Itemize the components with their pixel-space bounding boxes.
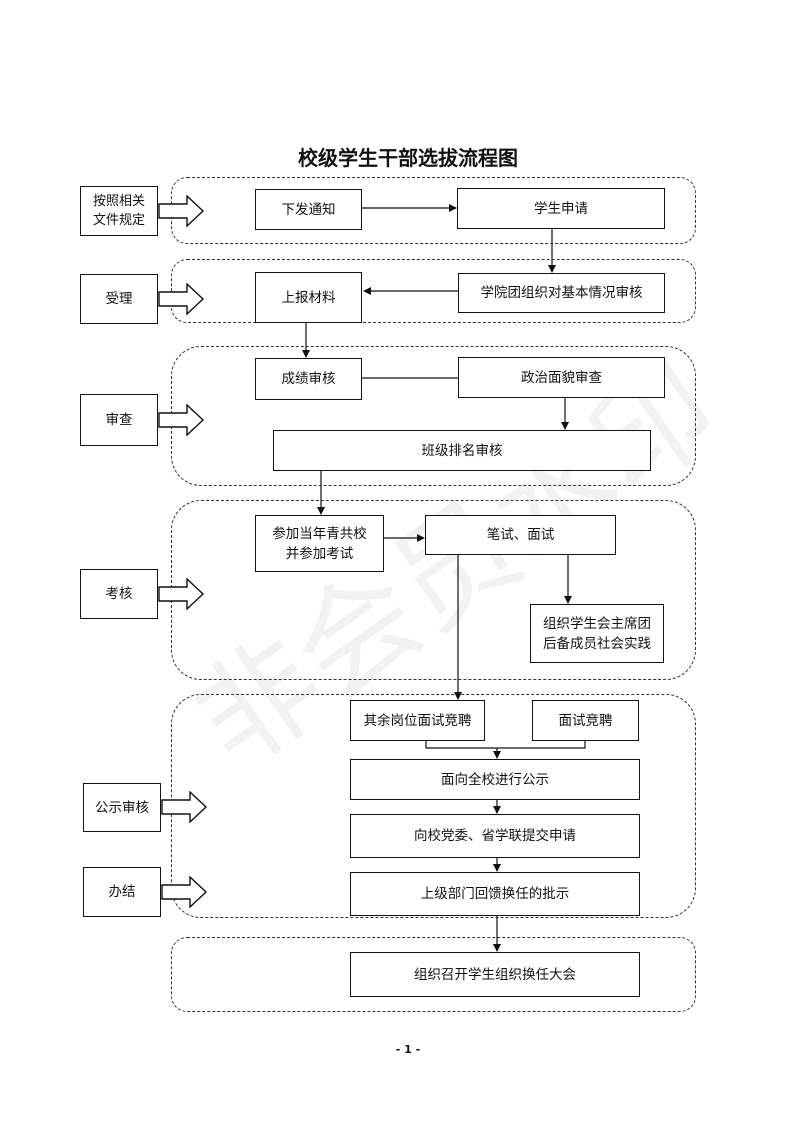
- node-social-practice-text: 组织学生会主席团 后备成员社会实践: [543, 615, 651, 652]
- stage-accept: [171, 259, 696, 323]
- node-written-interview-text: 笔试、面试: [486, 527, 555, 543]
- node-student-apply: 学生申请: [457, 188, 665, 229]
- node-student-apply-text: 学生申请: [534, 200, 588, 217]
- page-title: 校级学生干部选拔流程图: [298, 146, 518, 170]
- page-number: - 1 -: [395, 1043, 421, 1056]
- line-posts-merge: [425, 741, 586, 749]
- node-public-notice-text: 面向全校进行公示: [441, 771, 549, 788]
- block-arrow-guide: [158, 195, 204, 227]
- side-label-assessment-text: 考核: [105, 586, 133, 602]
- node-apply-committee-text: 向校党委、省学联提交申请: [414, 828, 576, 844]
- side-label-finish-text: 办结: [108, 884, 136, 900]
- node-apply-committee: 向校党委、省学联提交申请: [350, 814, 640, 858]
- node-grade-review-text: 成绩审核: [281, 371, 336, 387]
- node-other-posts: 其余岗位面试竞聘: [350, 700, 485, 741]
- node-written-interview: 笔试、面试: [425, 515, 616, 555]
- node-college-review: 学院团组织对基本情况审核: [458, 273, 665, 313]
- node-election-meeting: 组织召开学生组织换任大会: [350, 952, 640, 997]
- node-youth-school: 参加当年青共校 并参加考试: [255, 515, 384, 572]
- node-grade-review: 成绩审核: [255, 358, 362, 400]
- side-label-accept: 受理: [80, 274, 158, 324]
- node-other-posts-text: 其余岗位面试竞聘: [363, 712, 472, 729]
- block-arrow-finish: [161, 876, 207, 908]
- block-arrow-publicity: [161, 791, 207, 823]
- node-political-review-text: 政治面貌审查: [521, 369, 602, 386]
- node-submit-materials-text: 上报材料: [281, 289, 336, 306]
- stage-final: [171, 937, 696, 1012]
- side-label-review: 审查: [80, 394, 158, 446]
- node-political-review: 政治面貌审查: [458, 357, 665, 398]
- node-submit-materials: 上报材料: [255, 272, 362, 323]
- side-label-assessment: 考核: [80, 569, 158, 619]
- node-public-notice: 面向全校进行公示: [350, 759, 640, 800]
- side-label-guide: 按照相关 文件规定: [80, 186, 158, 236]
- side-label-review-text: 审查: [105, 412, 133, 428]
- node-interview-compete: 面试竞聘: [532, 700, 639, 741]
- block-arrow-assessment: [158, 578, 204, 610]
- node-youth-school-text: 参加当年青共校 并参加考试: [272, 525, 367, 562]
- node-college-review-text: 学院团组织对基本情况审核: [480, 285, 643, 301]
- side-label-publicity: 公示审核: [83, 783, 161, 832]
- side-label-publicity-text: 公示审核: [95, 799, 149, 816]
- side-label-finish: 办结: [83, 867, 161, 917]
- node-election-meeting-text: 组织召开学生组织换任大会: [414, 966, 576, 983]
- node-class-rank-review-text: 班级排名审核: [421, 442, 503, 459]
- node-notice-text: 下发通知: [281, 201, 336, 218]
- node-class-rank-review: 班级排名审核: [273, 430, 651, 471]
- node-interview-compete-text: 面试竞聘: [558, 712, 613, 729]
- side-label-guide-text: 按照相关 文件规定: [92, 194, 145, 228]
- block-arrow-review: [158, 404, 204, 436]
- node-notice: 下发通知: [255, 189, 362, 230]
- side-label-accept-text: 受理: [105, 291, 133, 307]
- node-social-practice: 组织学生会主席团 后备成员社会实践: [530, 604, 664, 663]
- block-arrow-accept: [158, 283, 204, 315]
- node-approval: 上级部门回馈换任的批示: [350, 872, 640, 916]
- node-approval-text: 上级部门回馈换任的批示: [420, 886, 570, 902]
